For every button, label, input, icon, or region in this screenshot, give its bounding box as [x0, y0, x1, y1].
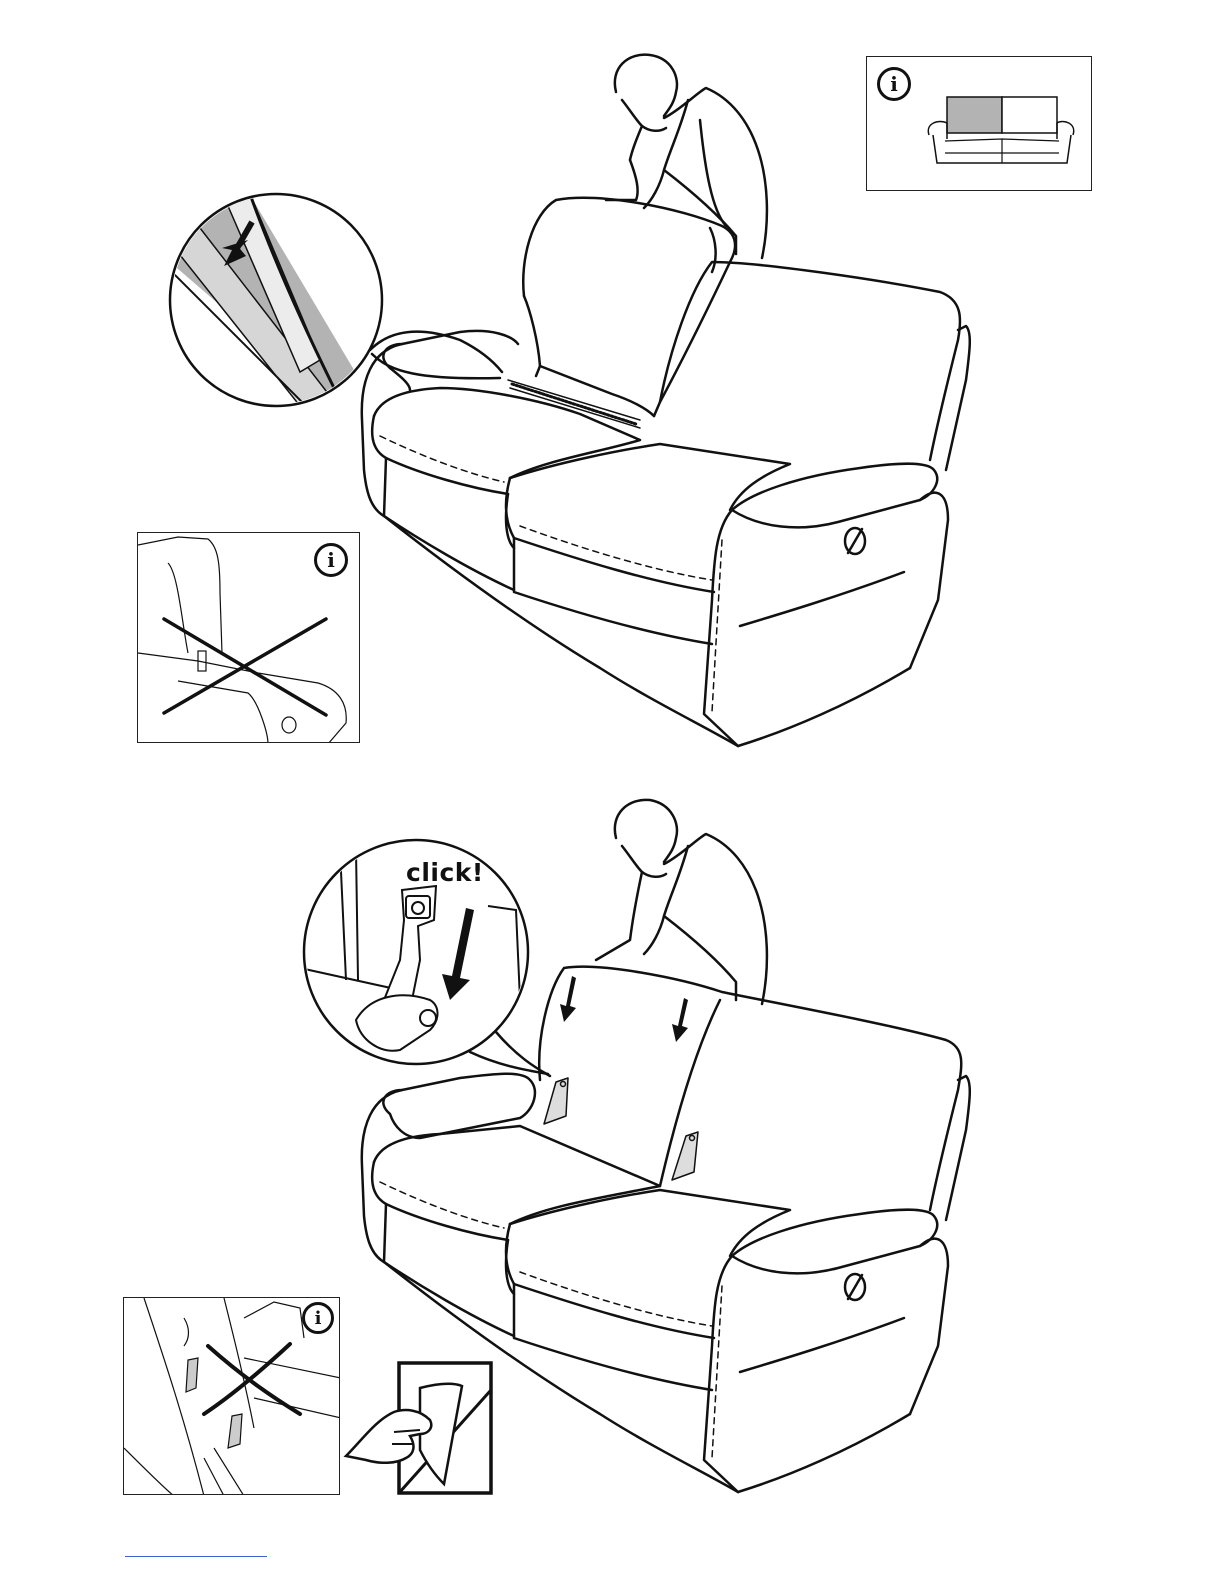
mounting-bracket-right — [672, 1132, 698, 1180]
info-panel-wrong-way: i — [137, 532, 360, 743]
mounting-bracket-left — [544, 1078, 568, 1124]
sofa-backrest-right — [660, 262, 970, 470]
info-panel-sofa-overview: i — [866, 56, 1092, 191]
person-figure — [606, 55, 767, 258]
person-figure — [596, 800, 767, 1004]
sofa-armrest-right — [704, 464, 948, 746]
sofa-seat-left — [372, 388, 640, 590]
sofa-seat-right — [506, 444, 790, 644]
sofa-backrest-left — [523, 198, 735, 416]
incorrect-mounting-illustration — [138, 533, 360, 743]
footer-link-underline — [125, 1556, 267, 1557]
sofa-backrest — [539, 967, 970, 1220]
sofa-overview-icon — [925, 91, 1075, 177]
incorrect-bracket-illustration — [124, 1298, 340, 1495]
info-panel-bracket-wrong-way: i — [123, 1297, 340, 1495]
sofa-armrest-right — [704, 1210, 948, 1492]
click-label: click! — [406, 858, 484, 887]
push-down-arrows — [560, 976, 688, 1042]
info-icon: i — [877, 67, 911, 101]
sofa-seat-right — [506, 1190, 790, 1390]
peel-protective-film-icon — [340, 1360, 500, 1500]
